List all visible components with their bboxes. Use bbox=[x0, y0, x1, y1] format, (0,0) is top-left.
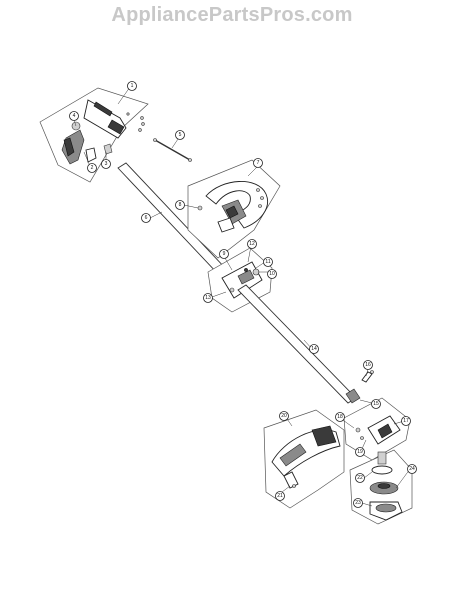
svg-text:11: 11 bbox=[265, 259, 270, 265]
svg-text:3: 3 bbox=[105, 161, 108, 167]
callout-3: 3 bbox=[101, 159, 111, 169]
svg-text:6: 6 bbox=[145, 215, 148, 221]
svg-text:17: 17 bbox=[403, 418, 409, 424]
svg-text:20: 20 bbox=[281, 413, 287, 419]
washer-part bbox=[371, 465, 393, 475]
drive-shaft-part bbox=[377, 451, 387, 465]
callout-2: 2 bbox=[87, 163, 97, 173]
svg-text:5: 5 bbox=[179, 132, 182, 138]
callout-22: 22 bbox=[355, 473, 365, 483]
callout-7: 7 bbox=[253, 158, 263, 168]
callout-14: 14 bbox=[309, 344, 319, 354]
svg-text:22: 22 bbox=[357, 475, 363, 481]
svg-text:1: 1 bbox=[131, 83, 134, 89]
svg-text:8: 8 bbox=[179, 202, 182, 208]
trimmer-head-assembly bbox=[349, 449, 413, 525]
callout-11: 11 bbox=[263, 257, 273, 267]
handle-assembly bbox=[39, 87, 149, 183]
svg-text:24: 24 bbox=[409, 466, 415, 472]
deflector-assembly bbox=[263, 409, 345, 509]
throttle-trigger-part bbox=[61, 129, 85, 165]
callout-10: 10 bbox=[267, 269, 277, 279]
svg-text:18: 18 bbox=[337, 414, 343, 420]
callout-16: 16 bbox=[363, 360, 373, 370]
svg-text:15: 15 bbox=[373, 401, 379, 407]
callout-1: 1 bbox=[127, 81, 137, 91]
callout-8: 8 bbox=[175, 200, 185, 210]
watermark-text: AppliancePartsPros.com bbox=[111, 4, 353, 26]
callout-23: 23 bbox=[353, 498, 363, 508]
callout-12: 12 bbox=[247, 239, 257, 249]
screw-part bbox=[361, 371, 373, 383]
callout-9: 9 bbox=[219, 249, 229, 259]
lower-shaft-part bbox=[237, 284, 357, 404]
callout-4: 4 bbox=[69, 111, 79, 121]
deflector-bracket-part bbox=[283, 471, 299, 489]
callout-20: 20 bbox=[279, 411, 289, 421]
svg-text:14: 14 bbox=[311, 346, 317, 352]
svg-text:13: 13 bbox=[205, 295, 211, 301]
callout-13: 13 bbox=[203, 293, 213, 303]
gearbox-assembly bbox=[343, 397, 411, 461]
svg-text:16: 16 bbox=[365, 362, 371, 368]
callout-15: 15 bbox=[371, 399, 381, 409]
svg-text:10: 10 bbox=[269, 271, 275, 277]
svg-text:23: 23 bbox=[355, 500, 361, 506]
svg-text:9: 9 bbox=[223, 251, 226, 257]
svg-text:19: 19 bbox=[357, 449, 363, 455]
callout-18: 18 bbox=[335, 412, 345, 422]
svg-text:21: 21 bbox=[277, 493, 283, 499]
callout-6: 6 bbox=[141, 213, 151, 223]
svg-text:7: 7 bbox=[257, 160, 260, 166]
callout-24: 24 bbox=[407, 464, 417, 474]
callout-21: 21 bbox=[275, 491, 285, 501]
callout-19: 19 bbox=[355, 447, 365, 457]
svg-text:4: 4 bbox=[73, 113, 76, 119]
callout-5: 5 bbox=[175, 130, 185, 140]
guard-part bbox=[205, 181, 268, 229]
throttle-cable-part bbox=[154, 139, 191, 161]
svg-text:2: 2 bbox=[91, 165, 94, 171]
callout-17: 17 bbox=[401, 416, 411, 426]
svg-text:12: 12 bbox=[249, 241, 255, 247]
guard-assembly bbox=[187, 159, 281, 259]
